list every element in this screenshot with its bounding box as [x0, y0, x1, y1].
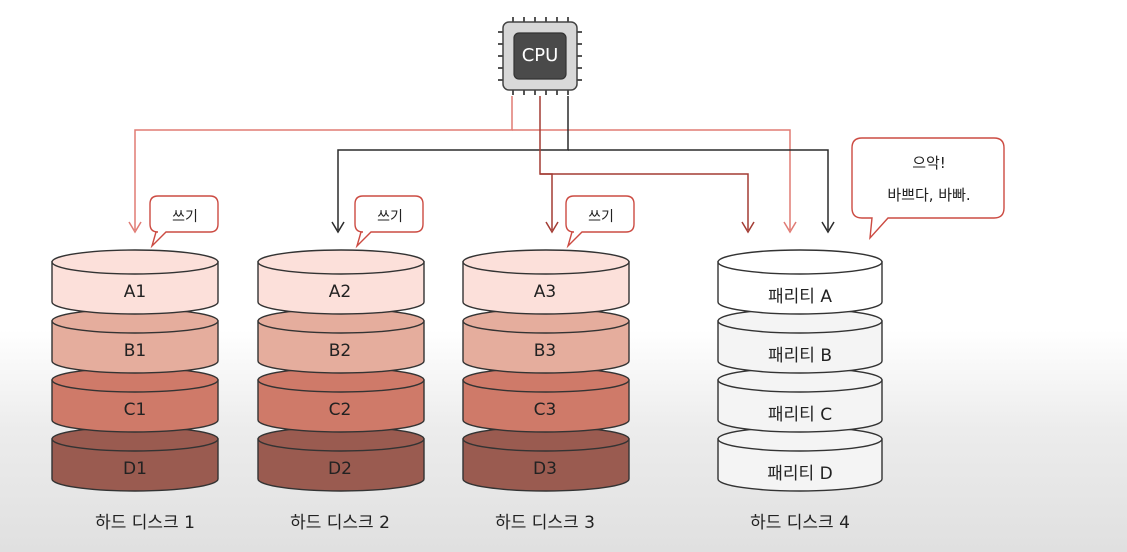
- disk-1-block-body: [51, 438, 219, 492]
- block-label: C1: [123, 400, 147, 420]
- disk-2-block-top: [257, 249, 425, 275]
- disk-2-block-body: [257, 379, 425, 433]
- red-wire-disk-1: [134, 96, 513, 230]
- black-wire-disk-4: [568, 149, 829, 230]
- disk-4-block-top: [717, 249, 883, 275]
- disk-1-block-body: [51, 320, 219, 374]
- block-label: D3: [533, 459, 557, 479]
- write-bubble-1: [149, 195, 219, 249]
- block-label: C3: [533, 400, 557, 420]
- arrow-head-disk-4-red: [783, 221, 797, 234]
- parity-label: 패리티 C: [767, 405, 833, 425]
- write-bubble-2: [354, 195, 424, 249]
- disk-4-name: 하드 디스크 4: [750, 513, 850, 533]
- block-label: D2: [328, 459, 352, 479]
- darkred-wire-disk-4: [539, 96, 749, 230]
- cpu-label: CPU: [521, 45, 559, 66]
- disk-4-block-body: [717, 379, 883, 433]
- block-label: A3: [533, 282, 557, 302]
- arrow-head-disk-4-darkred: [741, 221, 755, 234]
- parity-bubble-line-2: 바쁘다, 바빠.: [887, 186, 971, 204]
- parity-label: 패리티 B: [768, 346, 832, 366]
- disk-3-name: 하드 디스크 3: [495, 513, 595, 533]
- disk-4-block-body: [717, 438, 883, 492]
- arrow-head-disk-1: [128, 221, 142, 234]
- cpu-chip-core: [513, 32, 567, 80]
- write-bubble-3: [565, 195, 635, 249]
- disk-1-block-top: [51, 249, 219, 275]
- parity-busy-bubble: [851, 137, 1005, 241]
- disk-3-block-body: [462, 320, 630, 374]
- darkred-wire-disk-3: [540, 173, 553, 230]
- block-label: C2: [328, 400, 352, 420]
- parity-label: 패리티 D: [767, 464, 833, 484]
- block-label: A2: [328, 282, 352, 302]
- disk-3-block-body: [462, 438, 630, 492]
- parity-bubble-line-1: 으악!: [912, 154, 946, 172]
- disk-2-block-body: [257, 320, 425, 374]
- block-label: B3: [533, 341, 557, 361]
- disk-2-name: 하드 디스크 2: [290, 513, 390, 533]
- arrow-head-disk-2: [331, 221, 345, 234]
- disk-4-block-body: [717, 261, 883, 315]
- disk-2-block-body: [257, 261, 425, 315]
- arrow-head-disk-3: [545, 221, 559, 234]
- block-label: B2: [328, 341, 352, 361]
- black-wire-disk-2: [337, 96, 569, 230]
- disk-2-block-body: [257, 438, 425, 492]
- block-label: D1: [123, 459, 147, 479]
- parity-label: 패리티 A: [768, 287, 832, 307]
- red-wire-disk-4: [512, 129, 791, 230]
- disk-1-block-body: [51, 379, 219, 433]
- write-bubble-text-2: 쓰기: [377, 209, 403, 225]
- arrow-head-disk-4-black: [821, 221, 835, 234]
- write-bubble-text-1: 쓰기: [172, 209, 198, 225]
- disk-1-block-body: [51, 261, 219, 315]
- disk-3-block-body: [462, 379, 630, 433]
- block-label: B1: [123, 341, 147, 361]
- disk-4-block-body: [717, 320, 883, 374]
- disk-3-block-top: [462, 249, 630, 275]
- disk-1-name: 하드 디스크 1: [95, 513, 195, 533]
- disk-3-block-body: [462, 261, 630, 315]
- write-bubble-text-3: 쓰기: [588, 209, 614, 225]
- block-label: A1: [123, 282, 147, 302]
